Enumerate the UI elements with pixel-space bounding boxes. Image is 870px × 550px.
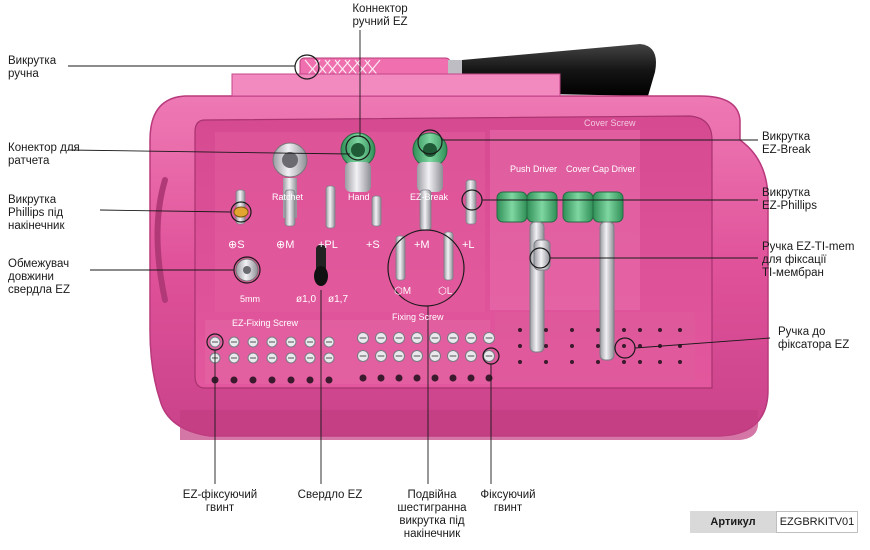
lbl-cover-cap: Cover Cap Driver bbox=[566, 164, 636, 174]
article-label: Артикул bbox=[690, 511, 776, 533]
hole bbox=[544, 360, 548, 364]
lbl-sym-s: ⊕S bbox=[228, 239, 245, 251]
lbl-push: Push Driver bbox=[510, 164, 557, 174]
hole bbox=[431, 374, 439, 382]
hole bbox=[622, 344, 626, 348]
lbl-sym-m: ⊕M bbox=[276, 239, 294, 251]
push-driver bbox=[496, 191, 558, 353]
callout-ez-ti-mem: Ручка EZ-TI-mem для фіксації TI-мембран bbox=[762, 241, 855, 279]
lbl-sym-pl: +PL bbox=[318, 239, 338, 251]
hole bbox=[230, 376, 238, 384]
hole bbox=[544, 344, 548, 348]
small-drivers bbox=[235, 179, 477, 281]
hole bbox=[570, 344, 574, 348]
lbl-ez-fixing-screw: EZ-Fixing Screw bbox=[232, 318, 299, 328]
callout-ez-fixing-screw: EZ-фіксуючий гвинт bbox=[182, 489, 258, 514]
hole bbox=[377, 374, 385, 382]
hole bbox=[359, 374, 367, 382]
hole bbox=[570, 360, 574, 364]
hole-grid bbox=[518, 328, 682, 364]
callout-ez-fixator: Ручка до фіксатора EZ bbox=[778, 326, 850, 351]
hole bbox=[518, 344, 522, 348]
lbl-ratchet: Ratchet bbox=[272, 192, 304, 202]
lid-tab bbox=[231, 73, 561, 97]
hole bbox=[678, 360, 682, 364]
callout-ez-phillips: Викрутка EZ-Phillips bbox=[762, 187, 817, 212]
hole bbox=[467, 374, 475, 382]
hole bbox=[287, 376, 295, 384]
callout-ratchet-connector: Конектор для ратчета bbox=[8, 142, 80, 167]
lbl-hand: Hand bbox=[348, 192, 370, 202]
hole bbox=[658, 328, 662, 332]
hole bbox=[638, 344, 642, 348]
callout-ez-drill: Свердло EZ bbox=[297, 489, 363, 501]
lbl-drill17: ø1,7 bbox=[328, 294, 348, 305]
knurl-pattern bbox=[304, 59, 381, 79]
lbl-drill10: ø1,0 bbox=[296, 294, 316, 305]
hole bbox=[413, 374, 421, 382]
callout-fixing-screw: Фіксуючий гвинт bbox=[480, 489, 536, 514]
ez-fixing-screw-grid bbox=[209, 336, 335, 384]
hole bbox=[518, 328, 522, 332]
hole bbox=[268, 376, 276, 384]
lbl-5mm: 5mm bbox=[240, 294, 260, 304]
hole bbox=[638, 360, 642, 364]
hole bbox=[596, 328, 600, 332]
hole bbox=[485, 374, 493, 382]
hole bbox=[325, 376, 333, 384]
hole bbox=[678, 328, 682, 332]
cover-cap-driver bbox=[562, 191, 624, 361]
hole bbox=[622, 360, 626, 364]
callout-connector-manual-ez: Коннектор ручний EZ bbox=[352, 3, 408, 28]
hole bbox=[622, 328, 626, 332]
lbl-fixing-screw: Fixing Screw bbox=[392, 312, 444, 322]
hole bbox=[596, 344, 600, 348]
lbl-hex-l: ⬡L bbox=[438, 286, 453, 297]
callout-double-hex: Подвійна шестигранна викрутка під накіне… bbox=[397, 489, 467, 540]
lbl-hex-m: ⬡M bbox=[394, 286, 411, 297]
hole bbox=[449, 374, 457, 382]
lbl-sym-plus-s: +S bbox=[366, 239, 380, 251]
hole bbox=[596, 360, 600, 364]
tray-text-layer: Ratchet Hand EZ-Break Push Driver Cover … bbox=[228, 118, 636, 328]
callout-phillips-tip: Викрутка Phillips під накінечник bbox=[8, 194, 65, 232]
lbl-ezbreak: EZ-Break bbox=[410, 192, 449, 202]
article-badge: Артикул EZGBRKITV01 bbox=[690, 511, 858, 533]
fixing-screw-grid bbox=[357, 332, 495, 382]
hole bbox=[638, 328, 642, 332]
callout-ez-break: Викрутка EZ-Break bbox=[762, 131, 811, 156]
hole bbox=[658, 360, 662, 364]
lbl-cover-screw: Cover Screw bbox=[584, 118, 636, 128]
callout-screwdriver-manual: Викрутка ручна bbox=[8, 55, 57, 80]
lbl-sym-plus-m: +M bbox=[414, 239, 430, 251]
lbl-sym-plus-l: +L bbox=[462, 239, 475, 251]
hole bbox=[544, 328, 548, 332]
callout-drill-limiter: Обмежувач довжини свердла EZ bbox=[8, 258, 70, 296]
hole bbox=[395, 374, 403, 382]
hole bbox=[306, 376, 314, 384]
hole bbox=[570, 328, 574, 332]
hole bbox=[249, 376, 257, 384]
article-value: EZGBRKITV01 bbox=[776, 511, 858, 533]
hole bbox=[518, 360, 522, 364]
